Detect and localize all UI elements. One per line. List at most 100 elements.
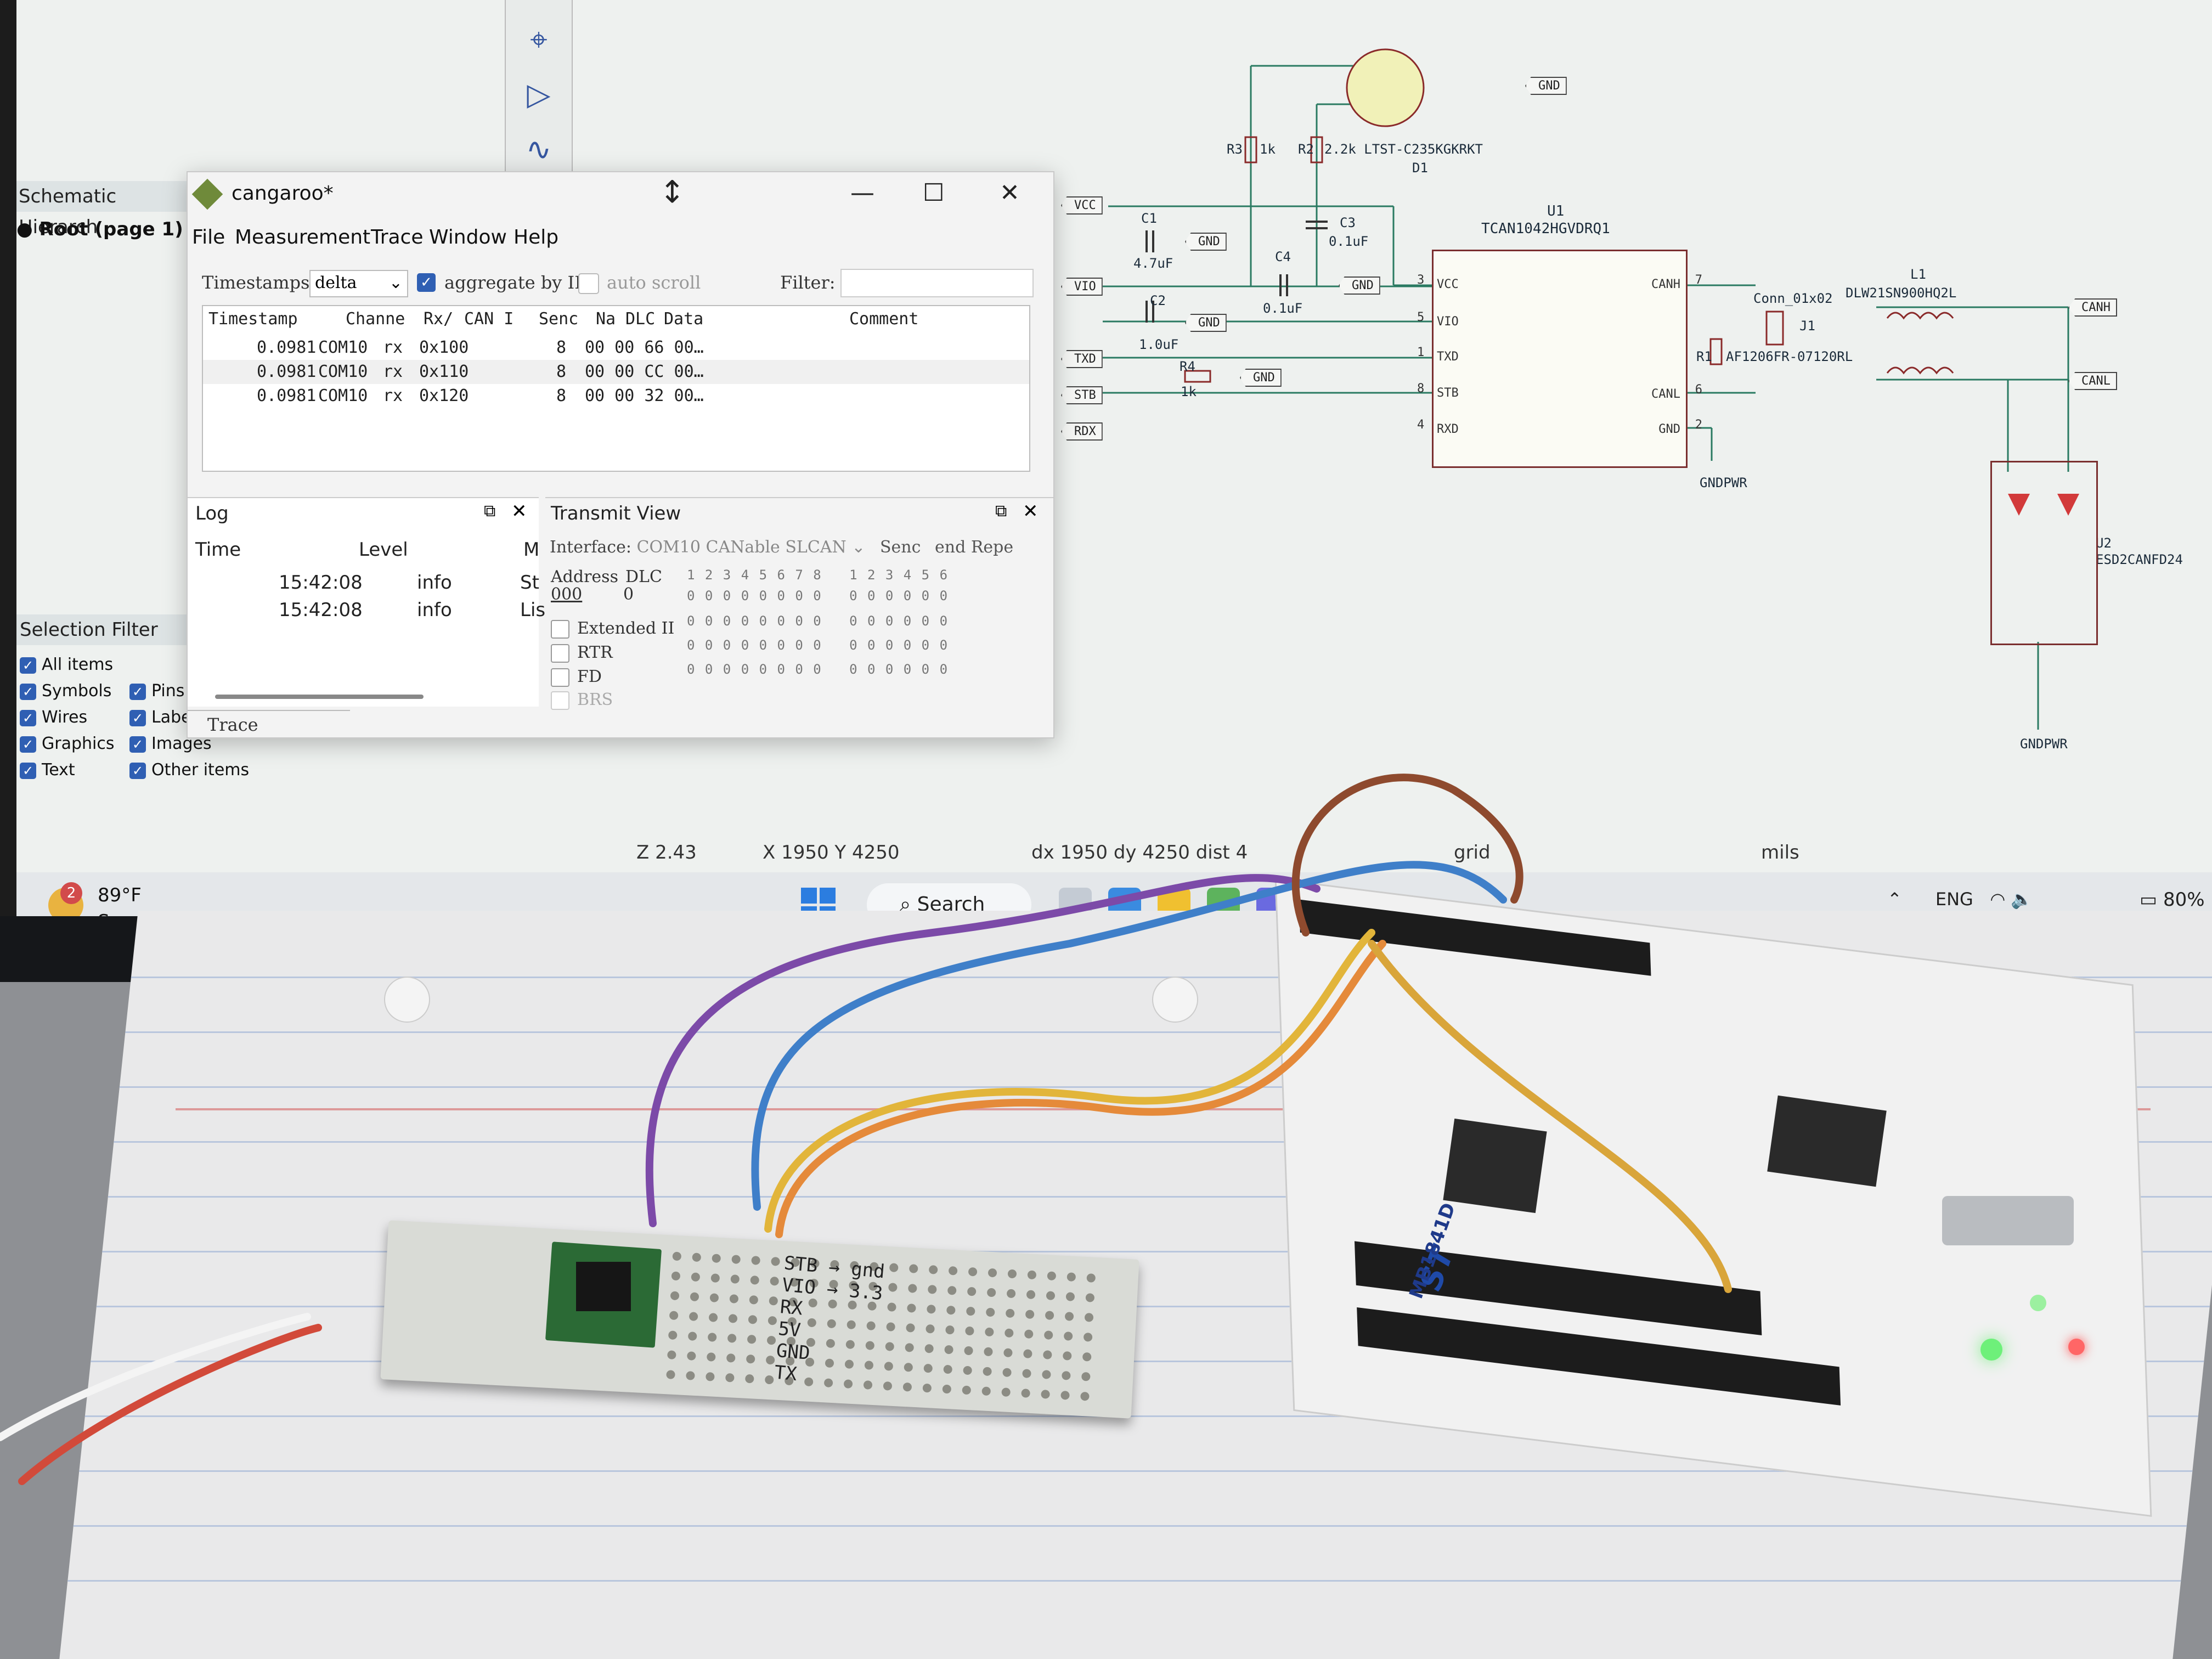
transceiver-chip	[576, 1262, 631, 1311]
address-input[interactable]: 000	[551, 585, 583, 604]
c4-value: 0.1uF	[1263, 301, 1303, 316]
log-panel[interactable]: Log ⧉ ✕ Time Level M 15:42:08 info St 15…	[188, 497, 545, 707]
filter-text[interactable]: ✓Text	[20, 759, 75, 781]
schematic-drawing	[1103, 48, 2079, 730]
autoscroll-label: auto scroll	[607, 272, 701, 293]
col-channel[interactable]: Channe	[346, 309, 405, 329]
repeat-label: end Repe	[935, 538, 1014, 557]
volume-icon: 🔈	[2011, 889, 2033, 910]
hierarchy-root-item[interactable]: ● Root (page 1)	[16, 218, 183, 240]
timestamps-select[interactable]: delta⌄	[309, 270, 408, 297]
extended-id-toggle[interactable]: Extended II	[551, 619, 674, 639]
label-gnd-c4[interactable]: GND	[1339, 276, 1380, 295]
close-panel-icon[interactable]: ✕	[511, 500, 527, 522]
simulator-icon[interactable]: ∿	[526, 132, 552, 167]
tab-trace[interactable]: Trace	[188, 710, 350, 738]
col-timestamp[interactable]: Timestamp	[208, 309, 298, 329]
label-canh[interactable]: CANH	[2068, 298, 2117, 317]
filter-other-items[interactable]: ✓Other items	[129, 759, 249, 781]
float-panel-icon[interactable]: ⧉	[484, 501, 496, 521]
label-gnd-d1[interactable]: GND	[1525, 77, 1567, 95]
col-sender[interactable]: Senc	[539, 309, 579, 329]
filter-pins[interactable]: ✓Pins	[129, 680, 184, 702]
label-gnd-r4[interactable]: GND	[1240, 369, 1282, 387]
c4-ref: C4	[1275, 249, 1291, 264]
col-dlc[interactable]: DLC	[625, 309, 656, 329]
transmit-view-title: Transmit View	[551, 503, 681, 524]
label-canl[interactable]: CANL	[2068, 372, 2117, 390]
data-byte-grid[interactable]: 0 0 0 0 0 0 0 0 0 0 0 0 0 0	[687, 637, 949, 653]
u1-pin-num-7: 7	[1695, 273, 1702, 287]
label-vcc[interactable]: VCC	[1061, 196, 1103, 215]
close-icon[interactable]: ✕	[1000, 179, 1020, 207]
label-vio[interactable]: VIO	[1061, 278, 1103, 296]
weather-temperature[interactable]: 89°F	[98, 884, 142, 906]
menu-measurement[interactable]: Measurement	[235, 226, 371, 249]
label-rdx[interactable]: RDX	[1061, 422, 1103, 441]
data-byte-grid[interactable]: 1 2 3 4 5 6 7 8 1 2 3 4 5 6	[687, 567, 949, 583]
aggregate-label: aggregate by ID	[444, 272, 589, 293]
aggregate-checkbox[interactable]: ✓	[417, 273, 436, 292]
label-gnd-c1[interactable]: GND	[1185, 233, 1227, 251]
menu-trace[interactable]: Trace	[371, 226, 424, 249]
log-scrollbar[interactable]	[215, 695, 424, 699]
check-icon: ✓	[129, 762, 146, 779]
select-arrow-icon[interactable]: ⌖	[530, 22, 548, 58]
fd-toggle[interactable]: FD	[551, 667, 602, 687]
col-data[interactable]: Data	[664, 309, 704, 329]
data-byte-grid[interactable]: 0 0 0 0 0 0 0 0 0 0 0 0 0 0	[687, 662, 949, 677]
minimize-icon[interactable]: —	[850, 179, 874, 207]
timestamps-label: Timestamps:	[202, 272, 316, 293]
table-row[interactable]: 0.0981 COM10 rx 0x100 8 00 00 66 00…	[257, 338, 704, 357]
gndpwr-u2: GNDPWR	[2020, 736, 2068, 752]
check-icon: ✓	[20, 657, 36, 674]
maximize-icon[interactable]: ☐	[923, 179, 945, 207]
label-stb[interactable]: STB	[1061, 386, 1103, 404]
cangaroo-titlebar[interactable]: cangaroo* ↕ — ☐ ✕	[188, 172, 1053, 217]
transmit-view-panel[interactable]: Transmit View ⧉ ✕ Interface: COM10 CANab…	[545, 497, 1053, 712]
u1-pin-num-2: 2	[1695, 418, 1702, 432]
col-name[interactable]: Na	[596, 309, 616, 329]
u1-pin-num-3: 3	[1417, 273, 1425, 287]
label-gnd-c2[interactable]: GND	[1185, 314, 1227, 332]
filter-input[interactable]	[840, 269, 1034, 297]
u2-symbol[interactable]	[1990, 461, 2098, 645]
filter-wires[interactable]: ✓Wires	[20, 707, 87, 729]
label-txd[interactable]: TXD	[1061, 350, 1103, 368]
data-byte-grid[interactable]: 0 0 0 0 0 0 0 0 0 0 0 0 0 0	[687, 588, 949, 603]
menu-file[interactable]: File	[192, 226, 225, 249]
autoscroll-checkbox[interactable]	[578, 273, 599, 294]
filter-graphics[interactable]: ✓Graphics	[20, 733, 114, 755]
filter-labels[interactable]: ✓Labe	[129, 707, 191, 729]
u1-symbol[interactable]: VCC VIO TXD STB RXD 3 5 1 8 4 CANH CANL …	[1417, 250, 1702, 468]
float-panel-icon[interactable]: ⧉	[995, 501, 1007, 521]
col-can-id[interactable]: CAN I	[464, 309, 514, 329]
col-rxtx[interactable]: Rx/	[424, 309, 454, 329]
brs-toggle[interactable]: BRS	[551, 690, 613, 710]
data-byte-grid[interactable]: 0 0 0 0 0 0 0 0 0 0 0 0 0 0	[687, 613, 949, 629]
u1-pin-rxd: RXD	[1437, 422, 1459, 436]
filter-all-items[interactable]: ✓All items	[20, 654, 113, 676]
battery-indicator[interactable]: ▭ 80%	[2140, 889, 2205, 911]
table-row[interactable]: 0.0981 COM10 rx 0x120 8 00 00 32 00…	[257, 386, 704, 405]
send-label: Senc	[880, 538, 921, 557]
menu-help[interactable]: Help	[514, 226, 559, 249]
weather-badge: 2	[60, 882, 82, 904]
system-tray[interactable]: ⌃ ENG ◠ 🔈	[1887, 889, 2033, 910]
log-col-level[interactable]: Level	[359, 539, 408, 561]
log-col-time[interactable]: Time	[195, 539, 241, 561]
schematic-canvas[interactable]: VCC VIO TXD STB RDX CANH CANL GND GND GN…	[1053, 0, 2212, 834]
close-panel-icon[interactable]: ✕	[1023, 500, 1039, 522]
cangaroo-window[interactable]: cangaroo* ↕ — ☐ ✕ File Measurement Trace…	[187, 171, 1054, 738]
rtr-toggle[interactable]: RTR	[551, 643, 613, 663]
menu-window[interactable]: Window	[429, 226, 507, 249]
interface-select[interactable]: Interface: COM10 CANable SLCAN ⌄	[550, 538, 866, 557]
log-col-message[interactable]: M	[523, 539, 540, 561]
col-comment[interactable]: Comment	[849, 309, 919, 329]
dlc-select[interactable]: 0	[623, 585, 634, 604]
trace-table[interactable]: Timestamp Channe Rx/ CAN I Senc Na DLC D…	[202, 305, 1030, 472]
table-row[interactable]: 0.0981 COM10 rx 0x110 8 00 00 CC 00…	[203, 360, 1029, 384]
u1-pin-num-4: 4	[1417, 418, 1425, 432]
filter-symbols[interactable]: ✓Symbols	[20, 680, 111, 702]
add-symbol-icon[interactable]: ▷	[527, 77, 551, 112]
